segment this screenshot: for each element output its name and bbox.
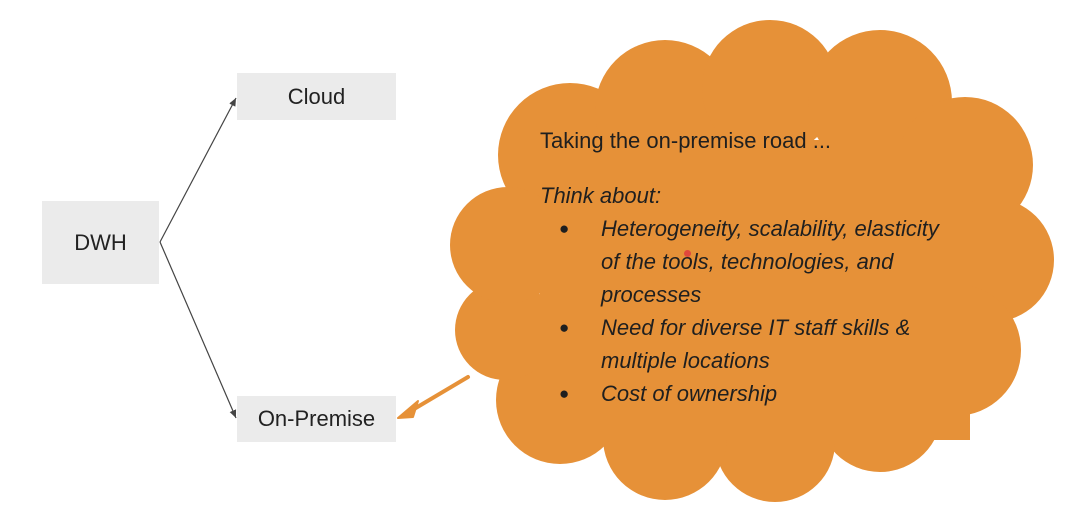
callout-bullet-text: Need for diverse IT staff skills & multi…	[601, 315, 911, 373]
bullet-icon: ●	[559, 384, 570, 403]
callout-bullet-item: ● Cost of ownership	[540, 377, 940, 410]
cloud-option-box: Cloud	[237, 73, 396, 120]
bullet-icon: ●	[559, 219, 570, 238]
dwh-label: DWH	[74, 229, 127, 255]
cloud-option-label: Cloud	[287, 83, 346, 109]
bullet-icon: ●	[559, 318, 570, 337]
callout-bullet-item: ● Need for diverse IT staff skills & mul…	[540, 311, 940, 377]
connector-dwh-to-on-premise	[159, 241, 237, 419]
callout-bullet-list: ● Heterogeneity, scalability, elasticity…	[540, 212, 940, 410]
callout-pointer-arrow	[407, 375, 470, 414]
on-premise-option-label: On-Premise	[257, 406, 376, 431]
callout-text: Taking the on-premise road ... Think abo…	[540, 124, 940, 410]
dwh-box: DWH	[42, 201, 159, 284]
callout-bullet-item: ● Heterogeneity, scalability, elasticity…	[540, 212, 940, 311]
callout-pointer-arrowhead	[397, 400, 419, 419]
on-premise-option-box: On-Premise	[237, 396, 396, 442]
connector-dwh-to-cloud	[159, 97, 237, 243]
annotation-dot	[684, 250, 691, 257]
callout-heading: Taking the on-premise road ...	[540, 128, 832, 153]
callout-bullet-text: Heterogeneity, scalability, elasticity o…	[601, 216, 939, 307]
callout-bullet-text: Cost of ownership	[601, 381, 778, 406]
callout-subheading: Think about:	[540, 183, 662, 208]
